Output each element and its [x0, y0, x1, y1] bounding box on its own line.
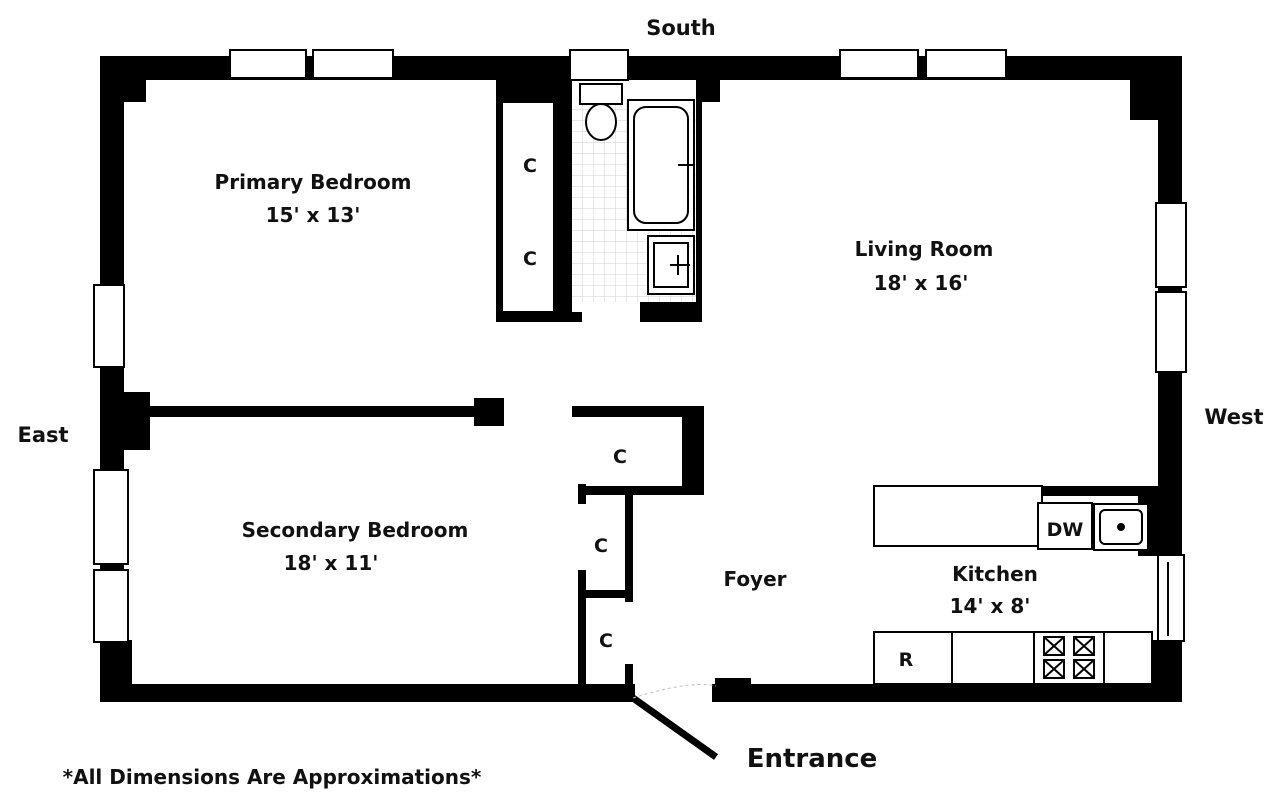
bathroom-sink-icon — [647, 235, 695, 295]
closet-label: C — [523, 155, 537, 177]
primary-bedroom-name: Primary Bedroom — [215, 170, 412, 194]
refrigerator-label: R — [899, 649, 914, 671]
toilet-icon — [579, 83, 623, 141]
interior-walls — [146, 78, 1164, 690]
entrance-label: Entrance — [747, 744, 878, 774]
dimensions-footnote: *All Dimensions Are Approximations* — [63, 765, 482, 789]
closet-label: C — [613, 446, 627, 468]
compass-east-label: East — [17, 423, 68, 447]
secondary-bedroom-size: 18' x 11' — [284, 551, 379, 575]
primary-bedroom-size: 15' x 13' — [266, 203, 361, 227]
closet-label: C — [594, 535, 608, 557]
secondary-bedroom-name: Secondary Bedroom — [242, 518, 469, 542]
bathtub-icon — [627, 99, 695, 231]
living-room-name: Living Room — [855, 237, 994, 261]
bedroom-closet — [501, 101, 555, 313]
living-room-size: 18' x 16' — [874, 271, 969, 295]
compass-west-label: West — [1204, 405, 1263, 429]
kitchen-name: Kitchen — [952, 562, 1038, 586]
bathroom — [572, 83, 696, 302]
windows — [93, 49, 1187, 643]
kitchen-sink-icon — [1093, 503, 1149, 551]
dishwasher-label: DW — [1047, 519, 1084, 541]
kitchen-size: 14' x 8' — [950, 594, 1031, 618]
entrance-door — [630, 684, 719, 760]
compass-south-label: South — [646, 16, 716, 40]
closet-label: C — [523, 248, 537, 270]
foyer-name: Foyer — [723, 567, 786, 591]
kitchen-counter — [873, 485, 1153, 685]
closet-label: C — [599, 630, 613, 652]
stove-burners-icon — [1043, 636, 1095, 679]
